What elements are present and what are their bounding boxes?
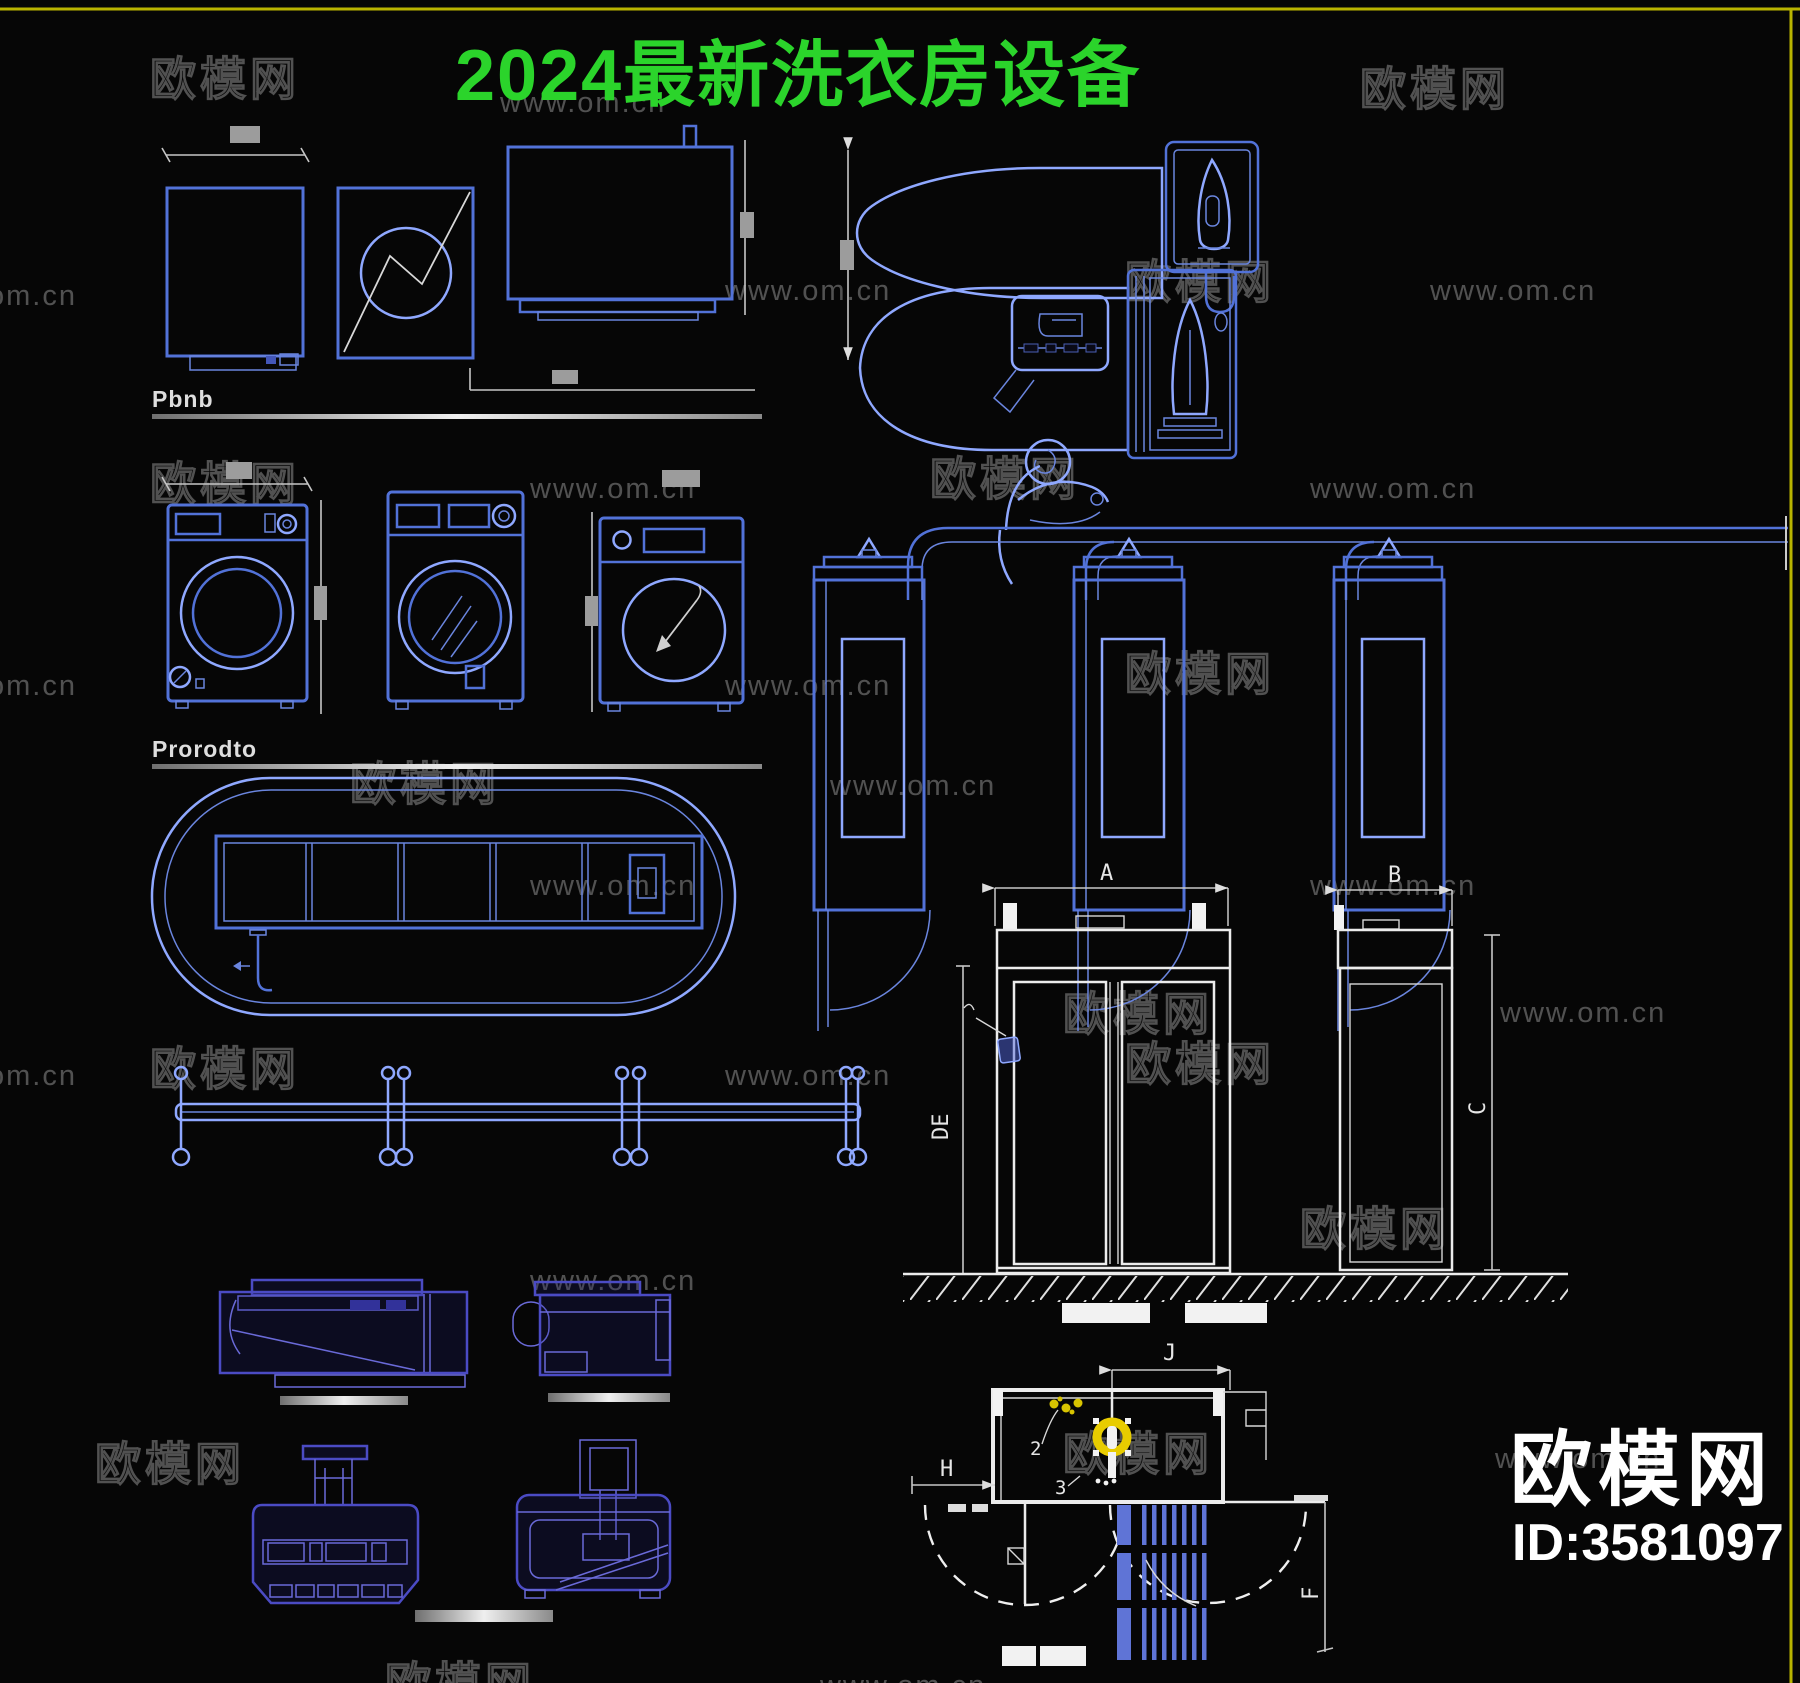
steam-iron-front-2	[415, 1439, 672, 1622]
dim-value-block	[230, 126, 260, 143]
louver-grate-plan	[1117, 1505, 1208, 1660]
iron-station-side-1	[218, 1278, 469, 1405]
logo-id: ID:3581097	[1512, 1514, 1784, 1572]
brand-watermark: 欧模网	[95, 1438, 245, 1490]
washer-plan-3	[469, 124, 755, 391]
brand-watermark: 欧模网	[150, 53, 300, 105]
washer-plan-1	[165, 186, 305, 358]
washer-plan-2-symbol	[336, 186, 475, 360]
brand-watermark: 欧模网	[1125, 1038, 1275, 1090]
baseline-bar	[548, 1393, 670, 1402]
url-watermark: www.om.cn	[819, 1670, 986, 1683]
feed-handle	[233, 929, 273, 992]
url-watermark: www.om.cn	[1494, 1443, 1661, 1475]
url-watermark: www.om.cn	[829, 770, 996, 802]
url-watermark: om.cn	[0, 670, 77, 702]
cabinet-door	[1012, 980, 1108, 1266]
dim-label-h: H	[940, 1457, 953, 1482]
clothes-rail	[171, 1065, 868, 1167]
arrow-icon	[661, 599, 698, 647]
cabinet-elevation-left: A DE	[929, 861, 1232, 1275]
cabinet-door	[1338, 966, 1454, 1272]
dim-value-block	[1040, 1646, 1086, 1666]
brand-watermark: 欧模网	[1063, 1428, 1213, 1480]
chute-line-diagram	[812, 516, 1788, 1033]
door-porthole	[397, 559, 513, 675]
brand-watermark: 欧模网	[1125, 648, 1275, 700]
washer-front-1	[161, 462, 327, 714]
baseline-bar	[415, 1610, 553, 1622]
operator-figure	[998, 438, 1110, 585]
grid-dividers	[305, 843, 589, 921]
brand-watermark: 欧模网	[930, 453, 1080, 505]
accessory-box	[992, 294, 1110, 414]
handle-detail	[963, 1003, 1021, 1064]
url-watermark: www.om.cn	[1429, 275, 1596, 307]
flower-markers	[1049, 1396, 1083, 1415]
baseline-bar	[280, 1396, 408, 1405]
brand-watermark: 欧模网	[150, 1043, 300, 1095]
dim-value-block	[1062, 1303, 1150, 1323]
elevation-label: Prorodto	[152, 736, 257, 762]
door-swing-arc	[1108, 1504, 1308, 1605]
iron-station-side-2	[512, 1280, 672, 1402]
brand-watermark: 欧模网	[385, 1658, 535, 1683]
ironing-board-2-plan	[858, 268, 1238, 585]
ironing-board-1-plan	[840, 137, 1260, 360]
dim-label-de: DE	[929, 1114, 954, 1141]
iron-icon	[1197, 157, 1231, 251]
url-watermark: www.om.cn	[499, 87, 666, 119]
door-porthole	[179, 555, 295, 671]
dim-label-f: F	[1299, 1587, 1324, 1600]
url-watermark: www.om.cn	[724, 1060, 891, 1092]
plan-label: Pbnb	[152, 386, 214, 412]
dim-value-block	[1185, 1303, 1267, 1323]
dim-label-a: A	[1100, 861, 1113, 886]
iron-rest-2	[1126, 268, 1238, 460]
url-watermark: www.om.cn	[724, 275, 891, 307]
url-watermark: om.cn	[0, 280, 77, 312]
url-watermark: www.om.cn	[724, 670, 891, 702]
page-title: 2024最新洗衣房设备	[455, 36, 1141, 116]
note-label-3: 3	[1055, 1477, 1066, 1499]
steam-iron-front-1	[251, 1444, 420, 1605]
cabinet-door	[1120, 980, 1216, 1266]
url-watermark: om.cn	[0, 1060, 77, 1092]
flatwork-ironer-plan	[150, 776, 737, 1017]
chute-unit	[1072, 537, 1192, 1033]
dim-label-c: C	[1466, 1102, 1491, 1115]
door-porthole	[621, 577, 727, 683]
elevation-section: Prorodto	[152, 736, 762, 769]
washer-plan-views	[161, 124, 755, 391]
cabinet-elevation-right: B C	[1325, 863, 1500, 1272]
logo-brand: 欧模网	[1510, 1425, 1774, 1516]
dim-label-b: B	[1388, 863, 1401, 888]
url-watermark: www.om.cn	[1499, 997, 1666, 1029]
door-swing-arc	[923, 1504, 1127, 1607]
plan-section: Pbnb	[152, 386, 762, 419]
chute-unit	[1332, 537, 1452, 1033]
dim-label-j: J	[1163, 1341, 1176, 1366]
site-logo: 欧模网 ID:3581097	[1510, 1425, 1784, 1572]
url-watermark: www.om.cn	[529, 870, 696, 902]
ground-line	[903, 1272, 1568, 1323]
section-rule	[152, 414, 762, 419]
washer-front-2	[386, 490, 525, 710]
sheet-border	[0, 7, 1800, 1683]
section-rule	[152, 764, 762, 769]
brand-watermark: 欧模网	[1063, 988, 1213, 1040]
valve-symbol	[1092, 1390, 1132, 1486]
cabinet-plan-detail: J 2 3 H	[911, 1341, 1334, 1666]
brand-watermark: 欧模网	[1300, 1203, 1450, 1255]
url-watermark: www.om.cn	[1309, 473, 1476, 505]
iron-icon	[1038, 313, 1083, 337]
dim-value-block	[1002, 1646, 1036, 1666]
brand-watermark: 欧模网	[1360, 63, 1510, 115]
note-label-2: 2	[1030, 1438, 1041, 1460]
iron-icon	[1171, 297, 1209, 416]
dryer-front	[585, 470, 745, 712]
iron-rest-1	[1164, 140, 1260, 332]
watermark-layer: 欧模网 www.om.cn 欧模网 om.cn www.om.cn 欧模网 ww…	[0, 52, 1666, 1683]
